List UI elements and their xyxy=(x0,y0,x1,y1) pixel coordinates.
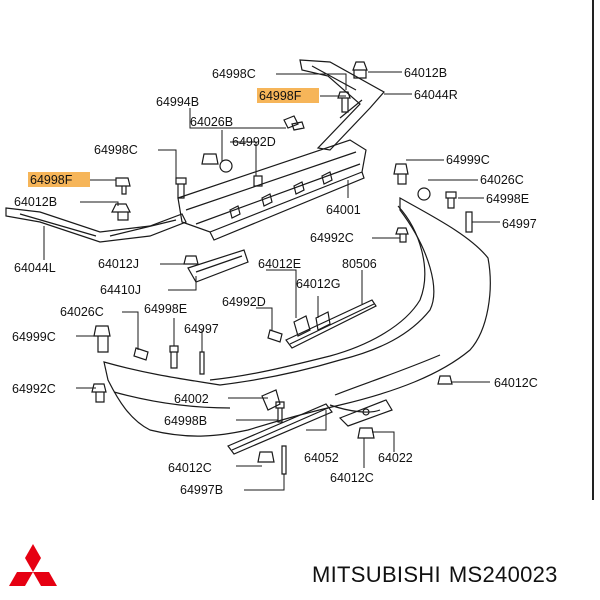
bumper-cover xyxy=(103,196,491,437)
mitsubishi-logo-icon xyxy=(9,544,57,586)
label-64012C-bottom-left: 64012C xyxy=(168,461,212,475)
part-number: MS240023 xyxy=(448,562,558,587)
label-64002: 64002 xyxy=(174,392,209,406)
label-64012C-right: 64012C xyxy=(494,376,538,390)
screw-64998E-left xyxy=(169,345,179,369)
label-64026C-left: 64026C xyxy=(60,305,104,319)
clip-64992C-left xyxy=(91,383,107,403)
screw-64997-right xyxy=(465,211,473,233)
label-64998B: 64998B xyxy=(164,414,207,428)
label-64992C-right: 64992C xyxy=(310,231,354,245)
callout-labels: 64998C 64012B 64998F 64044R 64994B 64026… xyxy=(12,66,538,497)
highlight-64998F-left xyxy=(28,172,90,187)
label-64001: 64001 xyxy=(326,203,361,217)
label-64997-left: 64997 xyxy=(184,322,219,336)
label-64026B: 64026B xyxy=(190,115,233,129)
license-plate-bracket-64410J xyxy=(187,249,249,283)
nut-64012J xyxy=(183,255,199,265)
clip-64992D-mid xyxy=(267,329,283,343)
bracket-64022 xyxy=(338,399,393,427)
clip-64012C-bottom-left xyxy=(257,451,275,463)
clip-64999C-right xyxy=(393,163,409,185)
label-64997-right: 64997 xyxy=(502,217,537,231)
label-64026C-right: 64026C xyxy=(480,173,524,187)
clip-64012B-top xyxy=(352,61,368,79)
clip-64999C-left xyxy=(93,325,111,353)
clip-64992D-top xyxy=(253,175,263,187)
brand-caption: MITSUBISHI MS240023 xyxy=(312,562,566,588)
label-64012J: 64012J xyxy=(98,257,139,271)
label-64994B: 64994B xyxy=(156,95,199,109)
label-64999C-left: 64999C xyxy=(12,330,56,344)
label-64992D-top: 64992D xyxy=(232,135,276,149)
screw-64998F-left xyxy=(115,177,131,195)
diagram-frame-edge xyxy=(592,0,594,500)
label-64012C-bottom-right: 64012C xyxy=(330,471,374,485)
clip-64012C-bottom-right xyxy=(357,427,375,439)
nut-64026C-left xyxy=(133,347,149,361)
washer-64026C-right xyxy=(417,187,431,201)
label-64044R: 64044R xyxy=(414,88,458,102)
bumper-reinforcement-64001 xyxy=(177,139,367,241)
label-64022: 64022 xyxy=(378,451,413,465)
label-80506: 80506 xyxy=(342,257,377,271)
label-64052: 64052 xyxy=(304,451,339,465)
label-64997B: 64997B xyxy=(180,483,223,497)
washer-64026B xyxy=(219,159,233,173)
fasteners xyxy=(91,61,473,475)
screw-64997B xyxy=(281,445,287,475)
clip-64012B-left xyxy=(111,203,131,221)
label-64998F-left: 64998F xyxy=(30,173,73,187)
label-64044L: 64044L xyxy=(14,261,56,275)
label-64992C-left: 64992C xyxy=(12,382,56,396)
screw-64998C-left xyxy=(175,177,187,199)
label-64998C-top: 64998C xyxy=(212,67,256,81)
moulding-80506 xyxy=(285,299,377,349)
label-64998E-right: 64998E xyxy=(486,192,529,206)
clip-64012C-right xyxy=(437,375,453,385)
nut-64026B xyxy=(201,153,219,165)
label-64998F-top: 64998F xyxy=(259,89,302,103)
side-bracket-64044R xyxy=(299,59,385,151)
label-64012G: 64012G xyxy=(296,277,340,291)
side-bracket-64044L xyxy=(5,207,187,243)
leader-lines xyxy=(43,71,500,491)
highlight-64998F-top xyxy=(257,88,319,103)
screw-64998E-right xyxy=(445,191,457,209)
label-64410J: 64410J xyxy=(100,283,141,297)
label-64998C-left: 64998C xyxy=(94,143,138,157)
label-64998E-left: 64998E xyxy=(144,302,187,316)
label-64992D-mid: 64992D xyxy=(222,295,266,309)
label-64999C-right: 64999C xyxy=(446,153,490,167)
screw-64998B xyxy=(275,401,285,423)
bolt-64994B xyxy=(283,115,305,131)
label-64012B-top: 64012B xyxy=(404,66,447,80)
bracket-64012G xyxy=(293,311,331,337)
reflector-bracket-64052 xyxy=(227,403,333,455)
screw-64997-left xyxy=(199,351,205,375)
label-64012B-left: 64012B xyxy=(14,195,57,209)
stay-64002 xyxy=(261,389,281,411)
brand-name: MITSUBISHI xyxy=(312,562,441,587)
label-64012E: 64012E xyxy=(258,257,301,271)
screw-64998F-top xyxy=(337,91,351,113)
clip-64992C-right xyxy=(395,227,409,243)
